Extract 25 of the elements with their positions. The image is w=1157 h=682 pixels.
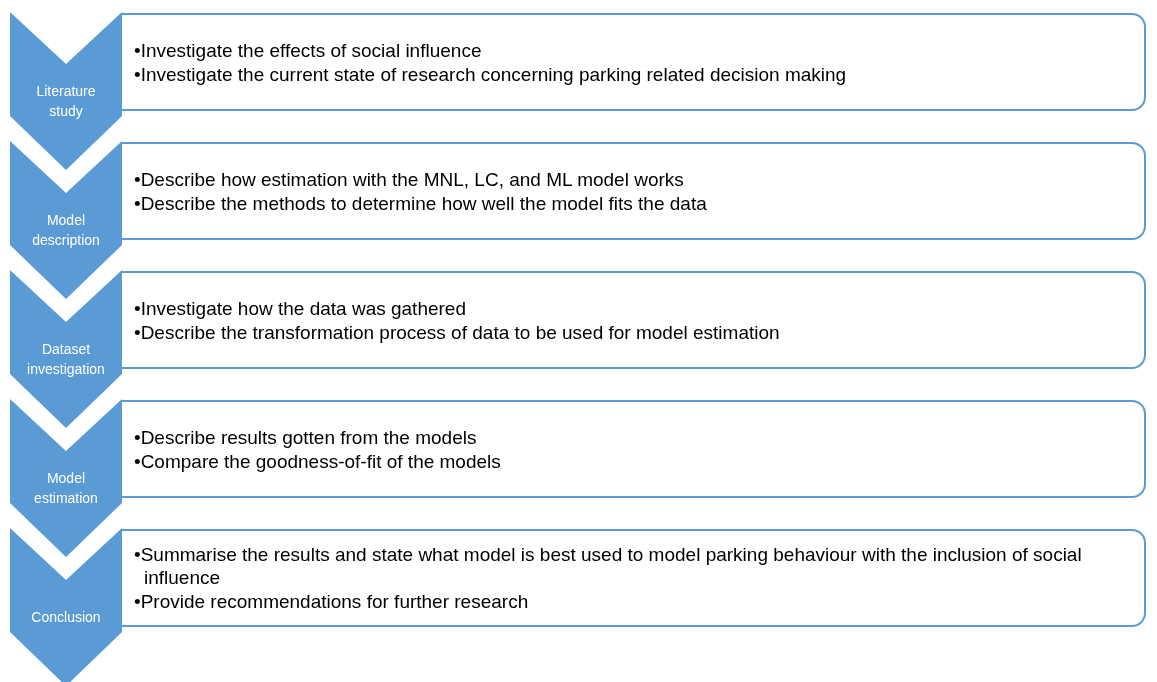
description-box xyxy=(122,142,1146,240)
chevron-shape xyxy=(10,399,122,557)
chevron-shape xyxy=(10,528,122,682)
bullet-item: •Describe the transformation process of data to be used for model estimation xyxy=(134,320,780,344)
chevron-shape xyxy=(10,141,122,299)
stage-label: Literature study xyxy=(35,82,97,121)
chevron-shape xyxy=(10,270,122,428)
bullet-item: •Describe results gotten from the models xyxy=(134,425,478,449)
bullet-item: •Investigate the effects of social influence xyxy=(134,38,483,62)
bullet-item: •Summarise the results and state what model is best used to model parking behaviour with the inclusion of social influence xyxy=(134,543,1083,589)
bullet-item: •Provide recommendations for further research xyxy=(134,590,530,613)
stage-label: Conclusion xyxy=(30,608,102,627)
description-box xyxy=(122,529,1146,627)
bullet-item: •Compare the goodness-of-fit of the models xyxy=(134,449,501,473)
description-box xyxy=(122,13,1146,111)
bullet-item: •Describe how estimation with the MNL, LC, and ML model works xyxy=(134,167,685,191)
description-box xyxy=(122,271,1146,369)
stage-label: Model estimation xyxy=(33,469,99,508)
description-box xyxy=(122,400,1146,498)
stage-label: Dataset investigation xyxy=(26,340,106,379)
chevron-shape xyxy=(10,12,122,170)
bullet-item: •Describe the methods to determine how well the model fits the data xyxy=(134,191,707,215)
bullet-item: •Investigate the current state of research concerning parking related decision making xyxy=(134,62,847,86)
bullet-item: •Investigate how the data was gathered xyxy=(134,296,467,320)
stage-label: Model description xyxy=(31,211,101,250)
